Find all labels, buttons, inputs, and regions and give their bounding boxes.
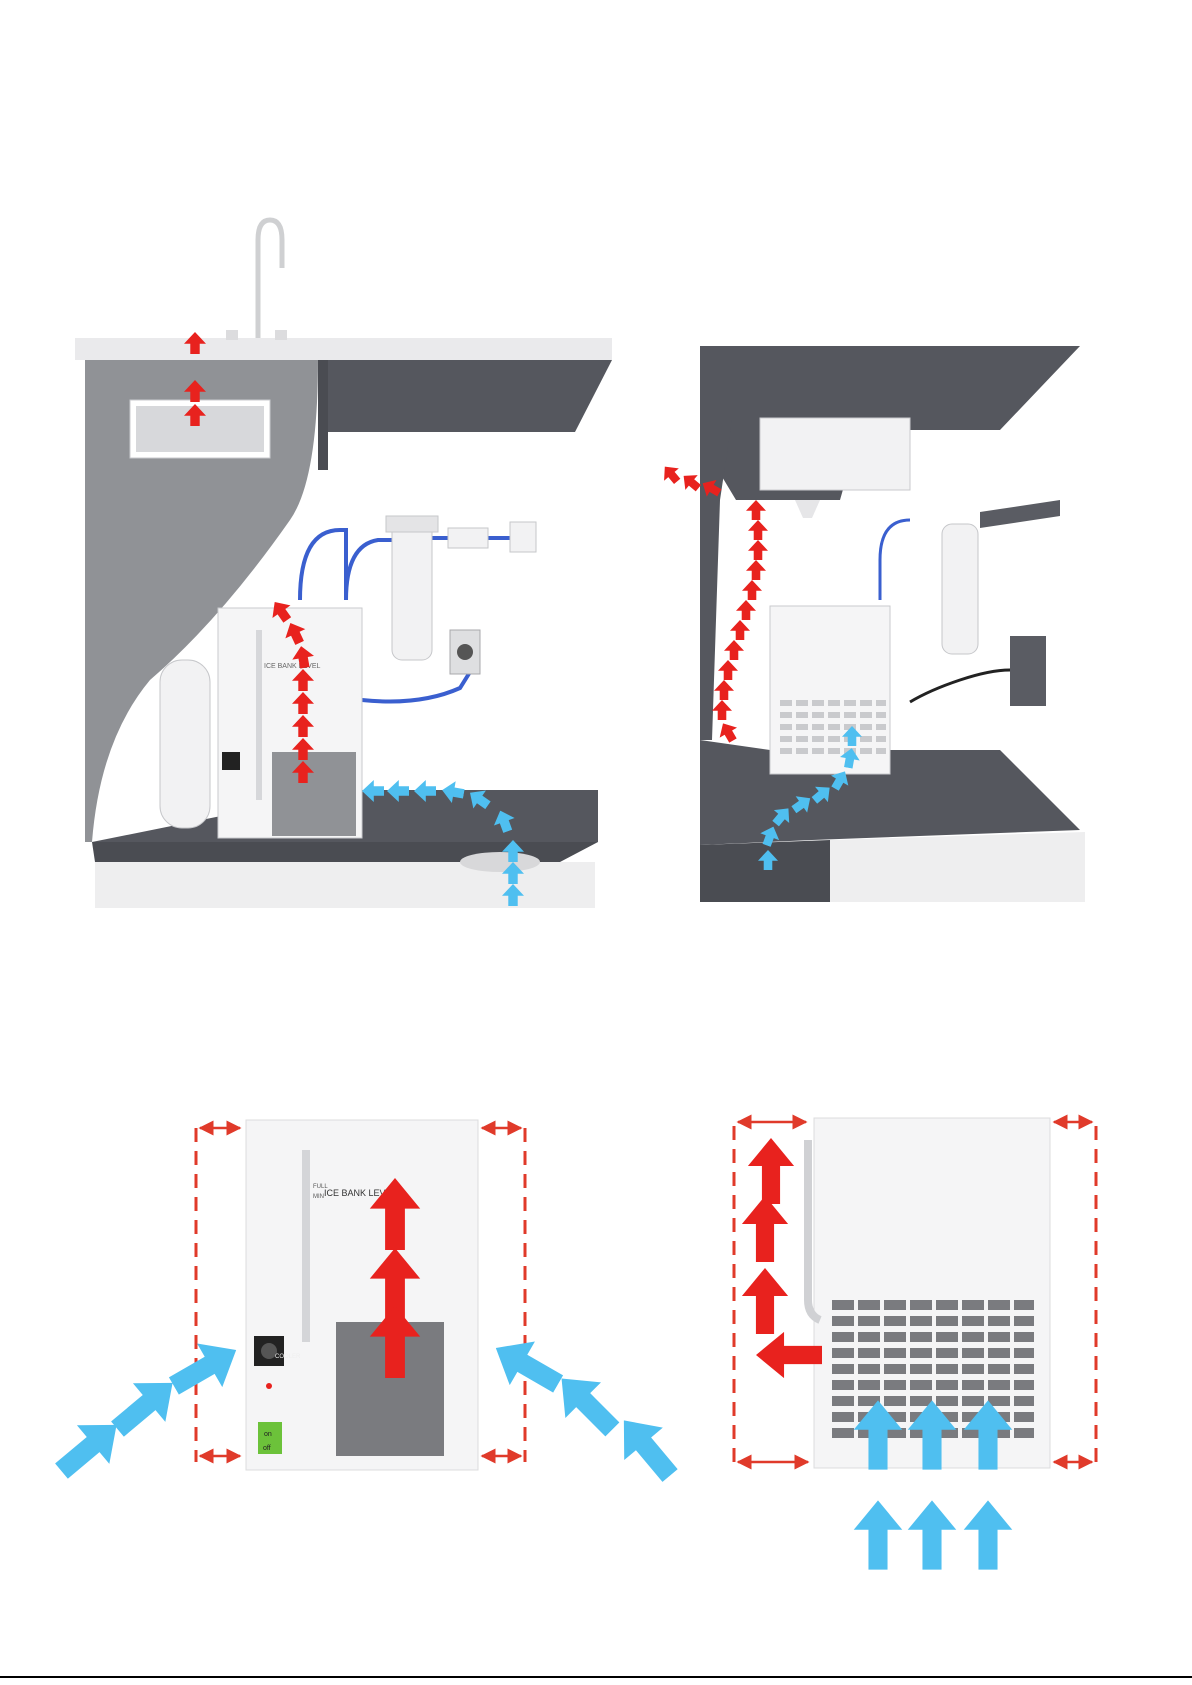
side-view-clearance: [734, 1118, 1096, 1570]
water-filter: [392, 520, 432, 660]
red-arrow-icon: [748, 540, 768, 560]
off-label: off: [263, 1445, 271, 1452]
red-arrow-icon: [718, 660, 738, 680]
on-label: on: [264, 1431, 272, 1438]
blue-arrow-icon: [854, 1500, 903, 1569]
red-arrow-icon: [748, 1138, 794, 1204]
valve: [448, 528, 488, 548]
ice-bank-label-small: ICE BANK LEVEL: [264, 663, 321, 670]
tap-valve: [980, 500, 1060, 528]
red-arrow-icon: [742, 1196, 788, 1262]
red-arrow-icon: [742, 1268, 788, 1334]
red-arrow-icon: [712, 700, 732, 720]
red-arrow-icon: [756, 1332, 822, 1378]
red-arrow-icon: [724, 640, 744, 660]
wall-socket-side: [1010, 636, 1046, 706]
blue-arrow-icon: [908, 1500, 957, 1569]
blue-arrow-icon: [161, 1328, 249, 1408]
ice-bank-tube: [302, 1150, 310, 1342]
scene-side-installation: [657, 346, 1085, 902]
red-arrow-icon: [714, 680, 734, 700]
blue-arrow-icon: [605, 1404, 690, 1492]
cooler-vent: [272, 752, 356, 836]
red-arrow-icon: [746, 500, 766, 520]
cooler-knob-label: COOLER: [275, 1354, 301, 1360]
red-arrow-icon: [746, 560, 766, 580]
red-arrow-icon: [748, 520, 768, 540]
red-arrow-icon: [736, 600, 756, 620]
cabinet-back-wall: [318, 360, 612, 432]
upper-box: [760, 418, 910, 490]
scene-front-installation: ICE BANK LEVEL: [75, 220, 612, 908]
blue-arrow-icon: [483, 1326, 571, 1406]
tank: [160, 660, 210, 828]
red-arrow-icon: [714, 718, 741, 745]
red-arrow-icon: [730, 620, 750, 640]
red-arrow-icon: [742, 580, 762, 600]
blue-arrow-icon: [964, 1500, 1013, 1569]
countertop: [75, 338, 612, 360]
footer-rule: [0, 1676, 1192, 1678]
water-filter-side: [942, 524, 978, 654]
front-view-clearance: FULL MIN ICE BANK LEVEL COOLER on off: [45, 1120, 689, 1492]
red-arrow-icon: [657, 460, 684, 487]
faucet: [258, 220, 282, 338]
min-label: MIN: [313, 1194, 324, 1200]
